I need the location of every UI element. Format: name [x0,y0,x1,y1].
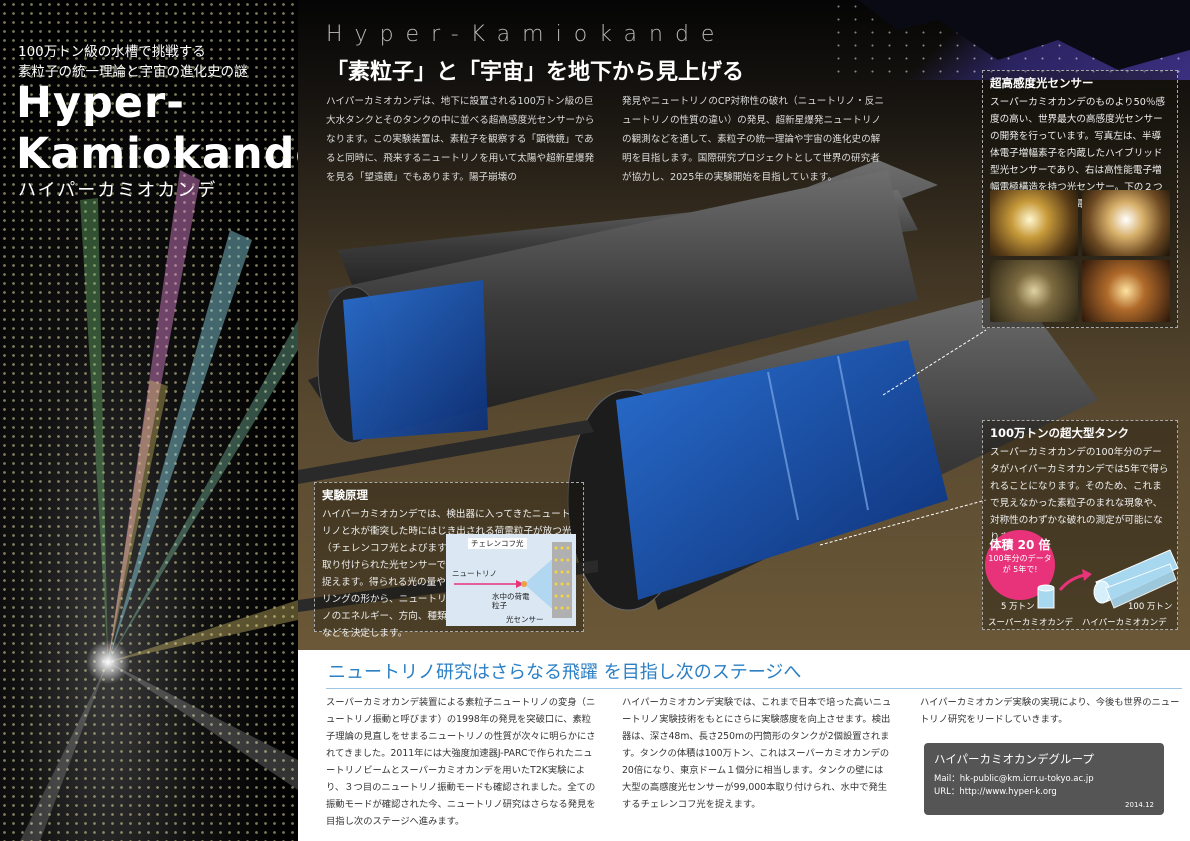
badge-line-2: が 5年で! [1002,565,1038,574]
badge-line-1: 100年分のデータ [988,554,1052,563]
photo-box-amplifier [1082,260,1170,322]
bottom-column-3: ハイパーカミオカンデ実験の実現により、今後も世界のニュートリノ研究をリードしてい… [920,697,1180,725]
principle-title: 実験原理 [322,488,368,502]
label-charged-particle: 水中の荷電粒子 [492,592,530,610]
bottom-column-1: スーパーカミオカンデ装置による素粒子ニュートリノの変身（ニュートリノ振動と呼びま… [326,697,596,827]
sensor-title: 超高感度光センサー [990,76,1094,90]
small-tank-tonnage: 5 万トン [1001,602,1035,612]
badge-volume: 体積 20 倍 [989,538,1051,552]
bottom-column-2: ハイパーカミオカンデ実験では、これまで日本で培った高いニュートリノ実験技術をもと… [622,697,892,810]
photo-hybrid-sensor [990,190,1078,256]
principle-text-intro: ハイパーカミオカンデでは、検出器に入ってきたニュートリノと水が衝突した時にはじき… [322,509,572,554]
intro-column-2: 発見やニュートリノのCP対称性の破れ（ニュートリノ・反ニュートリノの性質の違い）… [622,96,884,183]
volume-badge: 体積 20 倍 100年分のデータ が 5年で! [985,530,1055,600]
label-photo-sensor: 光センサー [506,615,544,624]
left-cover-panel: 100万トン級の水槽で挑戦する 素粒子の統一理論と宇宙の進化史の謎 Hyper-… [0,0,298,841]
sensor-photos [990,190,1170,322]
bottom-heading: ニュートリノ研究はさらなる飛躍 を目指し次のステージへ [328,662,802,683]
cherenkov-diagram: チェレンコフ光 ニュートリノ 水中の荷電粒子 光センサー [446,534,576,626]
large-tank-tonnage: 100 万トン [1128,602,1173,612]
subtitle-line-2: 素粒子の統一理論と宇宙の進化史の謎 [18,64,248,80]
intro-column-1: ハイパーカミオカンデは、地下に設置される100万トン級の巨大水タンクとそのタンク… [326,96,595,183]
large-tank-name: ハイパーカミオカンデ [1082,618,1167,628]
contact-url[interactable]: URL：http://www.hyper-k.org [934,787,1057,797]
cover-title-kana: ハイパーカミオカンデ [18,180,218,201]
light-beams-graphic [20,170,298,841]
label-cherenkov-light: チェレンコフ光 [468,538,527,549]
principle-text-rest: 取り付けられた光センサーで捉えます。得られる光の量やリングの形から、ニュートリノ… [322,560,447,639]
photo-box-sensor [1082,190,1170,256]
main-heading: 「素粒子」と「宇宙」を地下から見上げる [326,60,745,85]
header-english-name: Hyper-Kamiokande [326,22,727,47]
tunnel-illustration [298,0,1190,612]
subtitle-line-1: 100万トン級の水槽で挑戦する [18,44,206,60]
label-neutrino: ニュートリノ [452,569,497,578]
cover-subtitle: 100万トン級の水槽で挑戦する 素粒子の統一理論と宇宙の進化史の謎 [18,42,248,82]
small-tank-name: スーパーカミオカンデ [988,618,1073,628]
title-line-2: Kamiokande [16,129,298,179]
photo-hybrid-amplifier [990,260,1078,322]
issue-date: 2014.12 [1125,801,1154,809]
cover-title: Hyper- Kamiokande [16,78,298,180]
tank-size-comparison [1037,549,1179,609]
contact-box: ハイパーカミオカンデグループ Mail：hk-public@km.icrr.u-… [924,743,1164,815]
group-name: ハイパーカミオカンデグループ [934,752,1094,766]
tank-interior-grid [0,0,298,841]
tank-title: 100万トンの超大型タンク [990,426,1130,440]
heading-rule [326,688,1182,689]
title-line-1: Hyper- [16,78,186,128]
contact-mail[interactable]: Mail：hk-public@km.icrr.u-tokyo.ac.jp [934,774,1094,784]
